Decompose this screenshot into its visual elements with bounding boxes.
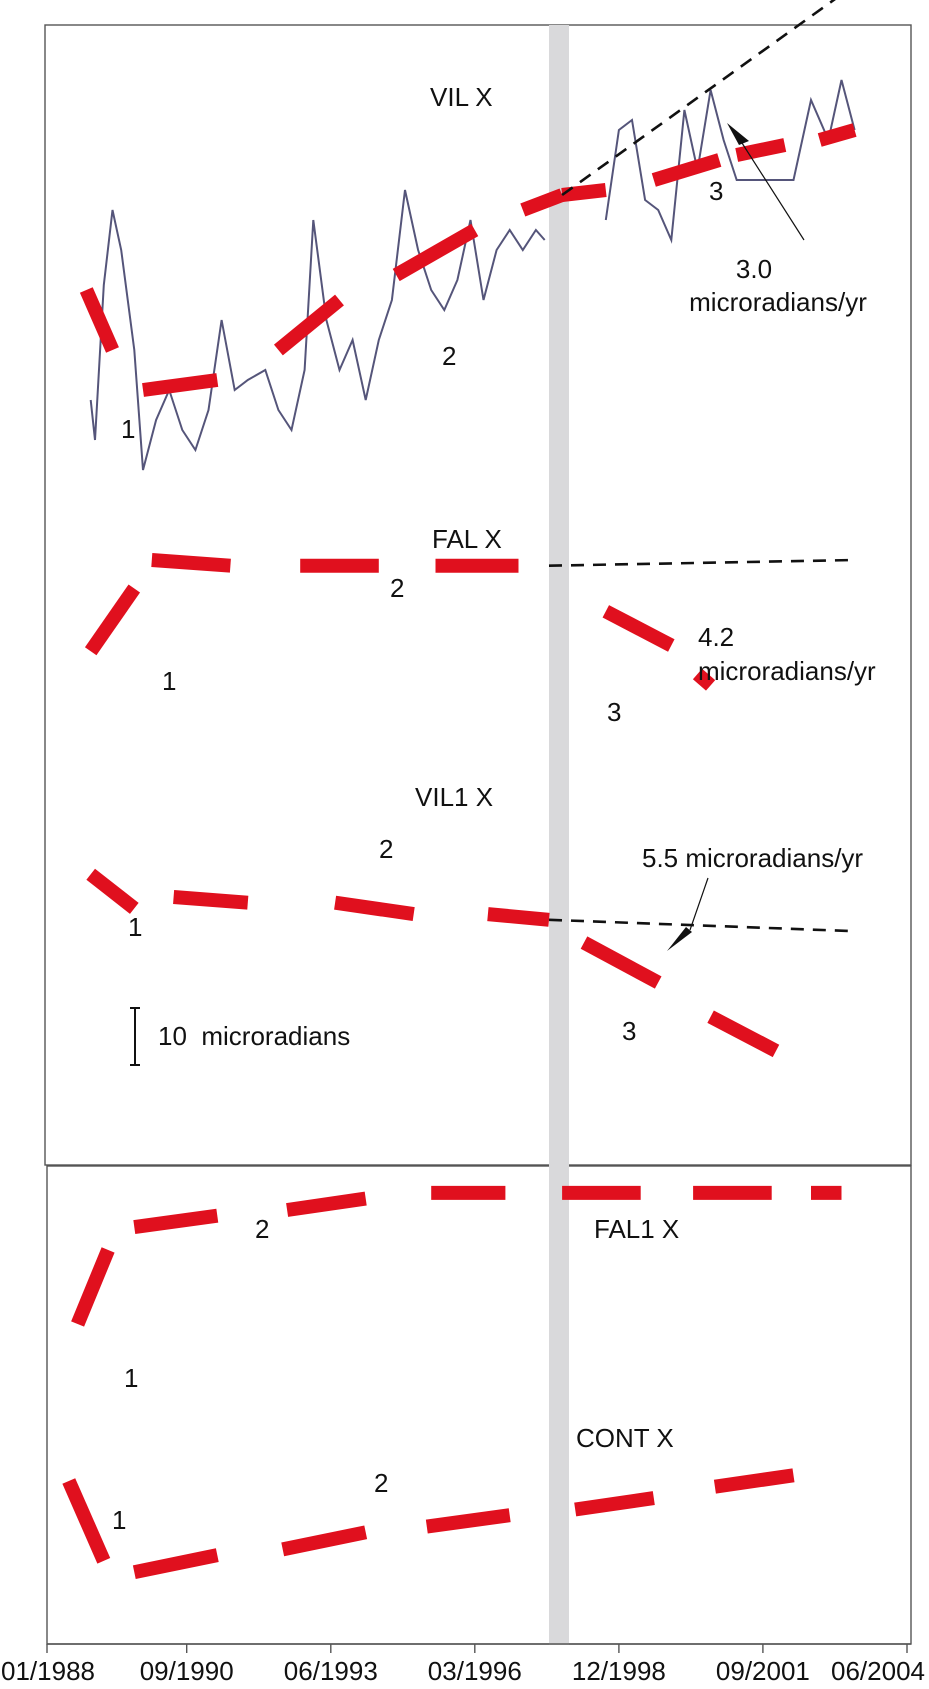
trend-segment (735, 138, 787, 162)
trend-segment (79, 287, 119, 353)
trend-segment (602, 605, 675, 652)
x-axis: 01/1988 09/1990 06/1993 03/1996 12/1998 09/20… (1, 1643, 925, 1686)
trend-segment (84, 584, 141, 656)
data-trace-vil-x (89, 189, 546, 471)
trend-segment (651, 153, 722, 187)
rate-annotation-vil-unit: microradians/yr (689, 287, 867, 317)
x-tick-label: 01/1988 (1, 1656, 95, 1686)
segment-label: 3 (607, 697, 621, 727)
trend-segment (561, 183, 607, 202)
event-band (549, 25, 569, 1645)
x-tick-label: 09/1990 (140, 1656, 234, 1686)
panel-name-vil-x: VIL X (430, 82, 493, 112)
extrapolation-line (561, 0, 836, 197)
arrow-vil1 (689, 877, 709, 931)
trend-segment (574, 1491, 655, 1517)
lower-panel-frame (46, 1165, 912, 1645)
trend-segment (132, 1548, 219, 1580)
panel-name-fal1-x: FAL1 X (594, 1214, 679, 1244)
trend-segment (62, 1478, 111, 1564)
extrapolation-line (548, 918, 855, 933)
segment-label: 2 (390, 573, 404, 603)
scale-bar-label: 10 microradians (158, 1021, 350, 1051)
data-trace-vil-x (604, 79, 856, 244)
rate-annotation-vil: 3.0 (736, 254, 772, 284)
trend-segment (273, 294, 344, 356)
rate-annotation-fal: 4.2 (698, 622, 734, 652)
rate-annotation-vil1: 5.5 microradians/yr (642, 843, 863, 873)
panel-name-vil1-x: VIL1 X (415, 782, 493, 812)
rate-annotation-fal-unit: microradians/yr (698, 656, 876, 686)
trend-segment (817, 123, 857, 147)
segment-label: 1 (124, 1363, 138, 1393)
arrow-vil (741, 142, 805, 241)
trend-segment (692, 668, 716, 691)
segment-label: 2 (255, 1214, 269, 1244)
trend-segment (520, 188, 565, 217)
trend-segment (86, 868, 139, 914)
trend-segment (425, 1508, 511, 1534)
segment-label: 3 (709, 176, 723, 206)
x-tick-label: 12/1998 (572, 1656, 666, 1686)
segment-label: 3 (622, 1016, 636, 1046)
trend-segment (71, 1247, 115, 1327)
trend-segment (286, 1191, 367, 1217)
trend-segment (713, 1468, 795, 1494)
upper-panel-frame (44, 24, 912, 1166)
segment-label: 2 (379, 834, 393, 864)
trend-segment (392, 223, 479, 282)
trend-segment (707, 1010, 780, 1058)
segment-label: 1 (112, 1505, 126, 1535)
trend-segment (487, 907, 550, 927)
extrapolation-lines (548, 0, 855, 933)
arrowhead-vil1 (667, 927, 692, 951)
segment-label: 1 (128, 912, 142, 942)
trend-segment (142, 373, 219, 397)
trend-segment (334, 895, 415, 922)
x-tick-label: 06/2004 (831, 1656, 925, 1686)
segment-label: 2 (442, 341, 456, 371)
trend-segment (151, 553, 231, 573)
segment-label: 2 (374, 1468, 388, 1498)
trend-segments (62, 123, 857, 1580)
x-tick-label: 03/1996 (428, 1656, 522, 1686)
trend-segment (173, 890, 249, 910)
trend-segment (281, 1525, 368, 1557)
panel-name-fal-x: FAL X (432, 524, 502, 554)
trend-segment (580, 936, 662, 989)
panel-name-cont-x: CONT X (576, 1423, 674, 1453)
segment-label: 1 (121, 414, 135, 444)
extrapolation-line (548, 558, 855, 567)
segment-label: 1 (162, 666, 176, 696)
arrowhead-vil (727, 123, 749, 145)
x-tick-label: 06/1993 (284, 1656, 378, 1686)
x-tick-label: 09/2001 (716, 1656, 810, 1686)
trend-segment (133, 1208, 219, 1235)
